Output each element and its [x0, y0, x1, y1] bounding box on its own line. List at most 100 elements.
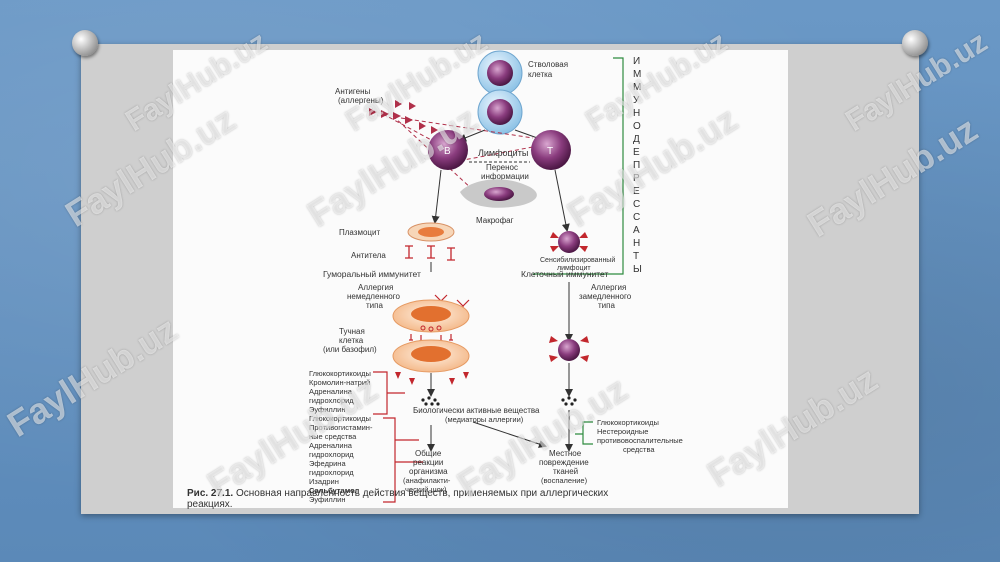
- svg-text:гидрохлорид: гидрохлорид: [309, 396, 354, 405]
- immediate-allergy-1: Аллергия: [358, 283, 393, 292]
- svg-text:Н: Н: [633, 238, 640, 249]
- t-label: T: [547, 146, 553, 157]
- svg-text:У: У: [633, 95, 640, 106]
- mast-cell-label-2: клетка: [339, 336, 364, 345]
- svg-text:гидрохлорид: гидрохлорид: [309, 450, 354, 459]
- svg-text:реакции: реакции: [413, 458, 443, 467]
- stem-cell-label-1: Стволовая: [528, 60, 568, 69]
- mast-cell-1: [392, 299, 470, 333]
- figure-caption: Рис. 27.1. Основная направленность дейст…: [187, 488, 787, 510]
- macrophage-label: Макрофаг: [476, 216, 514, 225]
- svg-text:тканей: тканей: [553, 467, 578, 476]
- degranulation-triangles: [395, 372, 469, 385]
- svg-text:Нестероидные: Нестероидные: [597, 427, 648, 436]
- lymphocytes-label: Лимфоциты: [478, 148, 528, 158]
- general-reactions-label: Общие реакции организма (анафилакти- чес…: [403, 449, 451, 494]
- svg-text:Кромолин-натрий: Кромолин-натрий: [309, 378, 370, 387]
- svg-text:Эфедрина: Эфедрина: [309, 459, 346, 468]
- progenitor-cell: [477, 89, 523, 135]
- svg-text:Глюкокортикоиды: Глюкокортикоиды: [309, 414, 371, 423]
- mast-cell-2: [392, 339, 470, 373]
- svg-text:(воспаление): (воспаление): [541, 476, 588, 485]
- svg-text:организма: организма: [409, 467, 448, 476]
- sensitized-label-1: Сенсибилизированный: [540, 256, 615, 264]
- cellular-immunity-label: Клеточный иммунитет: [521, 269, 609, 279]
- antigens-label-1: Антигены: [335, 87, 370, 96]
- svg-text:М: М: [633, 82, 641, 93]
- immediate-allergy-2: немедленного: [347, 292, 400, 301]
- drugs-group-1-bracket: [373, 371, 405, 415]
- antibody-icons: [405, 245, 455, 261]
- antigen-dashed-lines: [382, 113, 539, 191]
- humoral-immunity-label: Гуморальный иммунитет: [323, 269, 421, 279]
- sensitized-label-2: лимфоцит: [557, 265, 591, 272]
- receptor-icons: [409, 334, 453, 342]
- mediator-dots-right: [561, 396, 577, 406]
- svg-text:ные средства: ные средства: [309, 432, 357, 441]
- svg-text:Т: Т: [633, 251, 639, 262]
- pin-left-icon: [72, 30, 98, 56]
- mediator-dots-left: [421, 396, 440, 406]
- mast-cell-label-1: Тучная: [339, 327, 365, 336]
- svg-text:С: С: [633, 199, 640, 210]
- plasmocyte: [407, 222, 455, 242]
- svg-text:Адреналина: Адреналина: [309, 441, 353, 450]
- drugs-group-3-bracket: [575, 421, 593, 445]
- svg-text:М: М: [633, 69, 641, 80]
- drugs-group-2-bracket: [383, 417, 423, 503]
- antigen-triangles: [369, 100, 438, 134]
- svg-text:Общие: Общие: [415, 449, 442, 458]
- svg-text:противовоспалительные: противовоспалительные: [597, 436, 683, 445]
- svg-text:Н: Н: [633, 108, 640, 119]
- delayed-allergy-2: замедленного: [579, 292, 632, 301]
- b-label: B: [444, 146, 451, 157]
- svg-text:(анафилакти-: (анафилакти-: [403, 476, 451, 485]
- immunosuppressant-vertical-label: И М М У Н О Д Е П Р Е С С А Н Т Ы: [633, 56, 642, 275]
- svg-text:Е: Е: [633, 186, 640, 197]
- b-lymphocyte: B: [428, 130, 468, 170]
- drugs-group-1: Глюкокортикоиды Кромолин-натрий Адренали…: [309, 369, 371, 414]
- sensitized-lymphocyte: [550, 231, 588, 253]
- figure-image: Стволовая клетка И М М У Н О Д Е П Р Е С…: [173, 50, 788, 510]
- effector-lymphocyte: [549, 336, 589, 362]
- svg-text:Ы: Ы: [633, 264, 642, 275]
- svg-text:Глюкокортикоиды: Глюкокортикоиды: [597, 418, 659, 427]
- bioactive-label-2: (медиаторы аллергии): [445, 415, 524, 424]
- immunosuppressant-bracket: [533, 57, 624, 275]
- immediate-allergy-3: типа: [366, 301, 383, 310]
- svg-text:С: С: [633, 212, 640, 223]
- svg-text:О: О: [633, 121, 641, 132]
- svg-text:повреждение: повреждение: [539, 458, 589, 467]
- delayed-allergy-1: Аллергия: [591, 283, 626, 292]
- svg-text:средства: средства: [623, 445, 655, 454]
- delayed-allergy-3: типа: [598, 301, 615, 310]
- pin-right-icon: [902, 30, 928, 56]
- svg-text:гидрохлорид: гидрохлорид: [309, 468, 354, 477]
- svg-text:Эуфиллин: Эуфиллин: [309, 495, 346, 504]
- svg-text:Противогистамин-: Противогистамин-: [309, 423, 373, 432]
- macrophage: [460, 179, 537, 208]
- svg-text:Эуфиллин: Эуфиллин: [309, 405, 346, 414]
- caption-number: Рис. 27.1.: [187, 488, 234, 499]
- svg-text:Е: Е: [633, 147, 640, 158]
- svg-text:И: И: [633, 56, 640, 67]
- antigens-label-2: (аллергены): [338, 96, 384, 105]
- svg-text:Глюкокортикоиды: Глюкокортикоиды: [309, 369, 371, 378]
- drugs-group-2: Глюкокортикоиды Противогистамин- ные сре…: [309, 414, 373, 504]
- svg-text:ческий шок): ческий шок): [405, 485, 447, 494]
- bioactive-label-1: Биологически активные вещества: [413, 406, 540, 415]
- local-damage-label: Местное повреждение тканей (воспаление): [539, 449, 589, 485]
- svg-text:Р: Р: [633, 173, 640, 184]
- plasmocyte-label: Плазмоцит: [339, 228, 380, 237]
- svg-text:Изадрин: Изадрин: [309, 477, 339, 486]
- svg-text:Местное: Местное: [549, 449, 582, 458]
- caption-text-2: реакциях.: [187, 499, 233, 510]
- allergy-diagram: Стволовая клетка И М М У Н О Д Е П Р Е С…: [309, 50, 683, 504]
- svg-text:Адреналина: Адреналина: [309, 387, 353, 396]
- stem-cell: [477, 50, 523, 96]
- svg-text:Сальбутамол: Сальбутамол: [309, 486, 360, 495]
- t-lymphocyte: T: [531, 130, 571, 170]
- svg-text:А: А: [633, 225, 640, 236]
- caption-text-1: Основная направленность действия веществ…: [235, 488, 609, 499]
- antibodies-label: Антитела: [351, 251, 386, 260]
